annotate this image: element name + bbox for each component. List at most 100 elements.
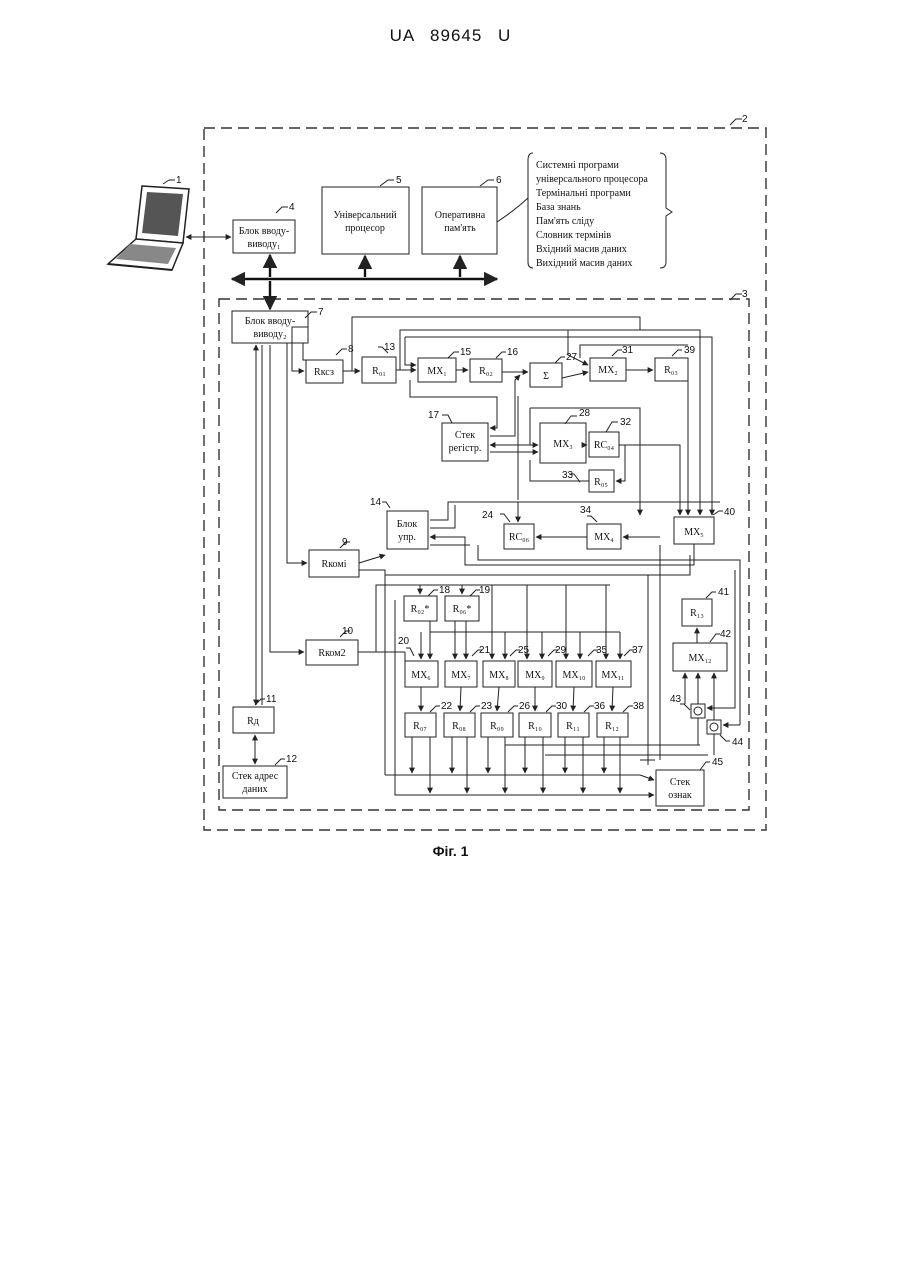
- memory-item: Словник термінів: [536, 230, 611, 241]
- ref-42: 42: [720, 629, 732, 640]
- register-rc04-label: RC₀₄: [594, 440, 615, 451]
- ref-43: 43: [670, 694, 682, 705]
- multiplexer-mx4-label: MX₄: [594, 532, 614, 543]
- ref-20: 20: [398, 636, 410, 647]
- ram-label-line2: пам'ять: [444, 223, 476, 234]
- register-rc06-label: RC₀₆: [509, 532, 530, 543]
- memory-item: Вихідний масив даних: [536, 258, 632, 269]
- register-r09-label: R₀₉: [490, 721, 504, 732]
- register-r02-star-label: R₀₂*: [411, 604, 430, 615]
- ref-3: 3: [742, 289, 748, 300]
- control-unit-label-line2: упр.: [398, 532, 416, 543]
- ref-21: 21: [479, 645, 491, 656]
- register-r03-label: R₀₃: [664, 365, 678, 376]
- ref-34: 34: [580, 505, 592, 516]
- ref-45: 45: [712, 757, 724, 768]
- io-block-2-label-line1: Блок вводу-: [245, 316, 295, 327]
- memory-item: Системні програми: [536, 160, 619, 171]
- ref-10: 10: [342, 626, 354, 637]
- ram-label-line1: Оперативна: [435, 210, 486, 221]
- io-block-1-label-line1: Блок вводу-: [239, 226, 289, 237]
- io-block-2-label-line2: виводу₂: [253, 329, 286, 340]
- multiplexer-mx1-label: MX₁: [427, 366, 447, 377]
- memory-item: База знань: [536, 202, 581, 213]
- flag-stack-label-line1: Стек: [670, 777, 690, 788]
- ref-6: 6: [496, 175, 502, 186]
- ref-26: 26: [519, 701, 531, 712]
- ref-15: 15: [460, 347, 472, 358]
- memory-contents-list: Системні програми універсального процесо…: [536, 160, 648, 269]
- io-block-1-label-line2: виводу₁: [247, 239, 280, 250]
- ref-5: 5: [396, 175, 402, 186]
- ref-28: 28: [579, 408, 591, 419]
- adder-sum-label: Σ: [543, 371, 549, 382]
- multiplexer-mx6-label: MX₆: [411, 670, 431, 681]
- flag-stack-label-line2: ознак: [668, 790, 692, 801]
- memory-item: Термінальні програми: [536, 188, 631, 199]
- ref-25: 25: [518, 645, 530, 656]
- ref-13: 13: [384, 342, 396, 353]
- register-ksz-label: Rксз: [314, 367, 334, 378]
- ref-9: 9: [342, 537, 348, 548]
- ref-41: 41: [718, 587, 730, 598]
- register-kom1-label: Rкомі: [322, 559, 347, 570]
- universal-processor-label-line1: Універсальний: [333, 210, 397, 221]
- register-kom2-label: Rком2: [318, 648, 345, 659]
- ref-12: 12: [286, 754, 298, 765]
- register-r10-label: R₁₀: [528, 721, 542, 732]
- ref-22: 22: [441, 701, 453, 712]
- multiplexer-mx3-label: MX₃: [553, 439, 573, 450]
- laptop-terminal-icon: [108, 186, 189, 270]
- ref-18: 18: [439, 585, 451, 596]
- multiplexer-mx12-label: MX₁₂: [688, 653, 711, 664]
- comparator-43-icon: [691, 704, 705, 718]
- stack-register-label-line1: Стек: [455, 430, 475, 441]
- data-address-stack-label-line2: даних: [242, 784, 267, 795]
- register-r07-label: R₀₇: [413, 721, 427, 732]
- ref-24: 24: [482, 510, 494, 521]
- register-r02-label: R₀₂: [479, 366, 493, 377]
- ref-14: 14: [370, 497, 382, 508]
- ref-30: 30: [556, 701, 568, 712]
- ref-39: 39: [684, 345, 696, 356]
- multiplexer-mx2-label: MX₂: [598, 365, 618, 376]
- ref-31: 31: [622, 345, 634, 356]
- ref-17: 17: [428, 410, 440, 421]
- ref-37: 37: [632, 645, 644, 656]
- memory-item: Вхідний масив даних: [536, 244, 627, 255]
- universal-processor-label-line2: процесор: [345, 223, 385, 234]
- ref-11: 11: [266, 694, 277, 705]
- stack-register: [442, 423, 488, 461]
- ref-7: 7: [318, 307, 324, 318]
- ref-23: 23: [481, 701, 493, 712]
- multiplexer-mx10-label: MX₁₀: [562, 670, 586, 681]
- ref-29: 29: [555, 645, 567, 656]
- ref-27: 27: [566, 352, 578, 363]
- memory-item: універсального процесора: [536, 174, 648, 185]
- control-unit-label-line1: Блок: [397, 519, 418, 530]
- ref-2: 2: [742, 114, 748, 125]
- ref-32: 32: [620, 417, 632, 428]
- ref-40: 40: [724, 507, 736, 518]
- register-r12-label: R₁₂: [605, 721, 619, 732]
- ref-38: 38: [633, 701, 645, 712]
- ref-36: 36: [594, 701, 606, 712]
- ref-19: 19: [479, 585, 491, 596]
- register-rd-label: Rд: [247, 716, 259, 727]
- ref-33: 33: [562, 470, 574, 481]
- comparator-44-icon: [707, 720, 721, 734]
- multiplexer-mx9-label: MX₉: [525, 670, 545, 681]
- register-r08-label: R₀₈: [452, 721, 466, 732]
- data-address-stack-label-line1: Стек адрес: [232, 771, 279, 782]
- ref-16: 16: [507, 347, 519, 358]
- figure-caption: Фіг. 1: [0, 843, 901, 859]
- ref-1: 1: [176, 175, 182, 186]
- control-unit: [387, 511, 428, 549]
- ref-4: 4: [289, 202, 295, 213]
- register-r05-label: R₀₅: [594, 477, 608, 488]
- ref-44: 44: [732, 737, 744, 748]
- multiplexer-mx7-label: MX₇: [451, 670, 471, 681]
- register-r13-label: R₁₃: [690, 608, 704, 619]
- multiplexer-mx5-label: MX₅: [684, 527, 704, 538]
